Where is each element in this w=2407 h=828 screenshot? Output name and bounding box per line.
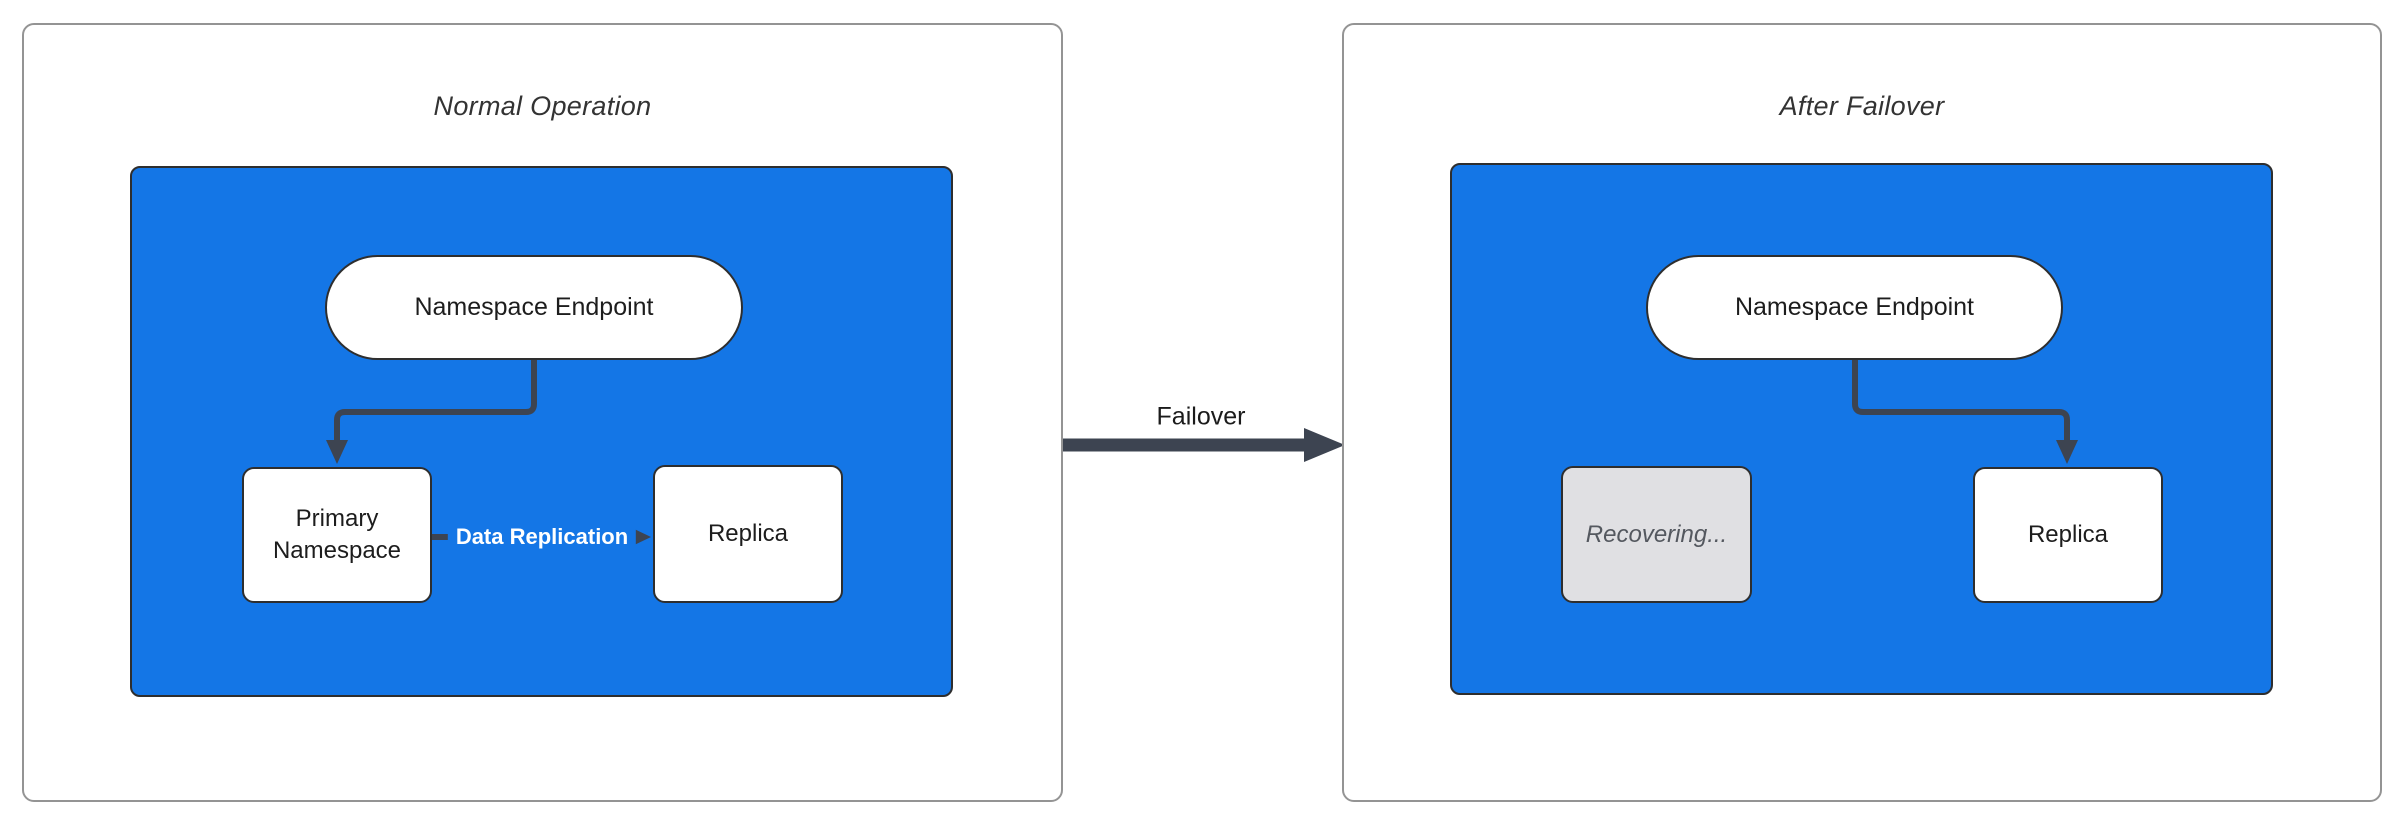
node-label: Replica [2027, 521, 2109, 549]
transition-label-failover: Failover [1156, 402, 1246, 431]
edge-layer-left [326, 360, 651, 548]
edge-layer-right [1852, 360, 2078, 464]
node-recovering: Recovering... [1561, 466, 1752, 603]
panel-normal-operation: Normal Operation Namespace Endpoint Prim… [22, 23, 1063, 802]
failover-arrow-icon [1063, 428, 1345, 462]
edge-endpoint-to-primary [334, 360, 537, 442]
node-replica-right: Replica [1973, 467, 2163, 603]
node-namespace-endpoint-right: Namespace Endpoint [1646, 255, 2063, 360]
node-label: Namespace Endpoint [1734, 293, 1975, 321]
edge-label-data-replication: Data Replication [447, 521, 637, 553]
edge-endpoint-to-replica [1852, 360, 2070, 442]
node-namespace-endpoint-left: Namespace Endpoint [325, 255, 743, 360]
cluster-normal-operation: Namespace Endpoint Primary Namespace Rep… [130, 166, 953, 697]
panel-title-normal-operation: Normal Operation [433, 91, 652, 121]
node-label: Replica [707, 520, 789, 548]
arrowhead-down-icon [2056, 440, 2078, 464]
panel-title-after-failover: After Failover [1779, 91, 1945, 121]
node-replica-left: Replica [653, 465, 843, 603]
node-label: Primary Namespace [272, 505, 402, 564]
node-label: Namespace Endpoint [414, 293, 654, 321]
cluster-after-failover: Namespace Endpoint Recovering... Replica [1450, 163, 2273, 695]
failover-arrowhead-icon [1304, 428, 1345, 462]
node-primary-namespace: Primary Namespace [242, 467, 432, 603]
node-label: Recovering... [1585, 520, 1728, 548]
arrowhead-down-icon [326, 440, 348, 464]
panel-after-failover: After Failover Namespace Endpoint Recove… [1342, 23, 2382, 802]
